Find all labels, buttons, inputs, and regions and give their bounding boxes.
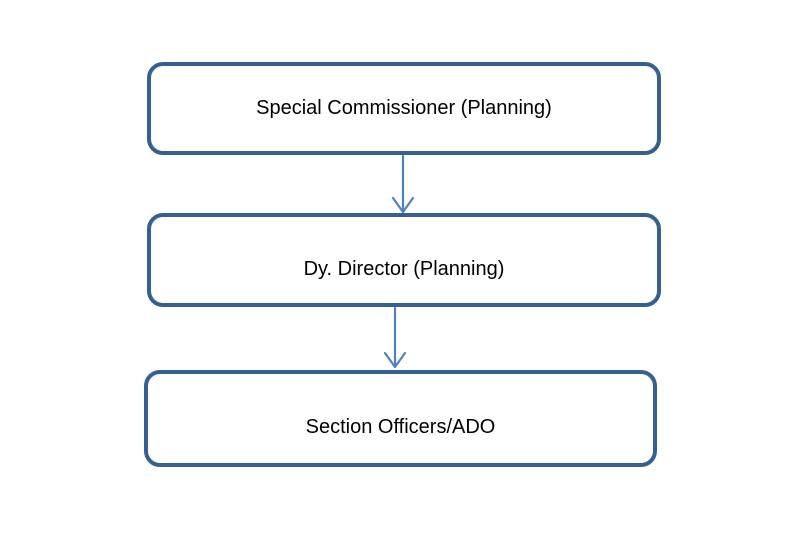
connector-arrow-down-2 (383, 306, 407, 369)
node-dy-director-label: Dy. Director (Planning) (303, 257, 505, 280)
arrow-down-icon (391, 154, 415, 214)
node-section-officers-label: Section Officers/ADO (305, 416, 496, 438)
arrow-down-icon (383, 306, 407, 369)
node-dy-director: Dy. Director (Planning) (147, 213, 661, 307)
node-special-commissioner: Special Commissioner (Planning) (147, 62, 661, 155)
node-special-commissioner-label: Special Commissioner (Planning) (256, 97, 552, 119)
connector-arrow-down-1 (391, 154, 415, 214)
node-section-officers: Section Officers/ADO (144, 370, 657, 467)
